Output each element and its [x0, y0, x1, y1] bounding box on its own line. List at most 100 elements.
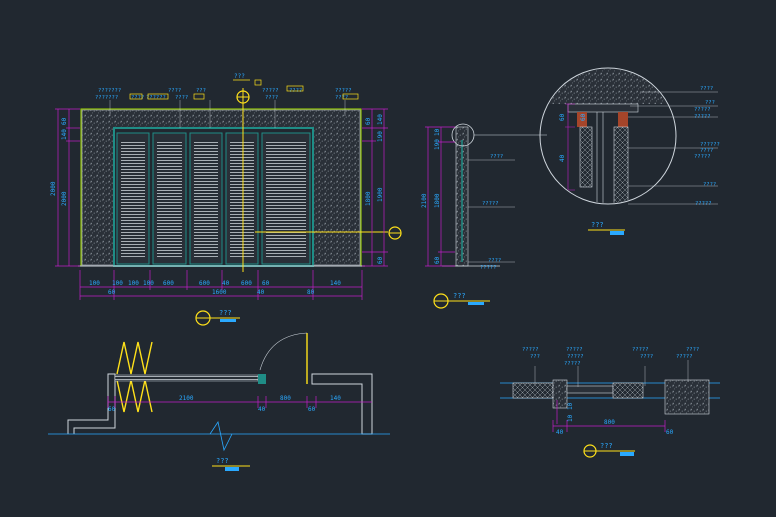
jamb-note-9: ?????: [676, 354, 693, 360]
jamb-title: ???: [600, 442, 613, 450]
dim-bottom-3: 100: [128, 280, 139, 287]
detail-note-3: ?????: [694, 107, 711, 113]
dim-bottom-10: 140: [330, 280, 341, 287]
note-8: ?????: [262, 88, 279, 94]
detail-note-9: ?????: [695, 201, 712, 207]
jamb-note-1: ?????: [522, 347, 539, 353]
elevation-top-notes: ??????? ??????? ???? ?????? ???? ??? ???…: [95, 79, 359, 128]
elevation-right-dims: [362, 108, 388, 267]
note-1: ???????: [98, 88, 121, 94]
dim-bottom-2: 100: [112, 280, 123, 287]
note-3: ????: [131, 95, 144, 101]
detail-note-8: ????: [703, 182, 716, 188]
note-6: ???: [196, 88, 206, 94]
jamb-note-2: ???: [530, 354, 540, 360]
dim-right-60b: 60: [377, 256, 384, 264]
detail-dim-2: 40: [559, 154, 566, 162]
side-dim-1800: 1800: [434, 193, 441, 208]
jamb-dim-2: 800: [604, 419, 615, 426]
dim-bottom-6: 600: [199, 280, 210, 287]
side-dim-190: 190: [434, 139, 441, 150]
note-4: ??????: [146, 95, 166, 101]
dim-bottom-1: 100: [89, 280, 100, 287]
dim-right-190: 190: [377, 131, 384, 142]
jamb-dim-3: 60: [666, 429, 674, 436]
enlarged-detail: 60 40 60 ???? ??? ????? ????? ?????? ???…: [539, 67, 720, 235]
door-swing-arc: [259, 332, 308, 371]
dim-bottom-4: 100: [143, 280, 154, 287]
dim-bottom-row2-4: 80: [307, 289, 315, 296]
detail-dim-3: 60: [580, 113, 587, 121]
side-note-4: ?????: [480, 265, 497, 271]
dim-left-2000b: 2000: [50, 181, 57, 196]
dim-bottom-8: 600: [241, 280, 252, 287]
note-11: ????: [335, 95, 348, 101]
jamb-note-6: ?????: [632, 347, 649, 353]
detail-dim-1: 60: [559, 113, 566, 121]
jamb-dim-5: 10: [567, 414, 574, 422]
side-section-title: ???: [453, 292, 466, 300]
detail-note-2: ???: [705, 100, 715, 106]
door-louver-panel: [266, 140, 306, 257]
dim-bottom-9: 60: [262, 280, 270, 287]
dim-right-60: 60: [365, 117, 372, 125]
detail-note-6: ????: [700, 148, 713, 154]
dim-bottom-row2-1: 60: [108, 289, 116, 296]
detail-note-1: ????: [700, 86, 713, 92]
front-elevation: ??? ??????? ??????? ???? ?????? ???? ???…: [50, 73, 402, 326]
plan-title: ???: [216, 457, 229, 465]
dim-bottom-row2-2: 1600: [212, 289, 227, 296]
jamb-note-5: ?????: [564, 361, 581, 367]
side-section: 10 190 1800 2100 60 ???? ????? ???? ????…: [421, 123, 547, 309]
side-dim-60: 60: [434, 256, 441, 264]
dim-right-140: 140: [377, 114, 384, 125]
plan-dim-3: 40: [258, 406, 266, 413]
folding-leaves-bottom: [116, 379, 153, 413]
note-9: ????: [265, 95, 278, 101]
detail-note-5: ??????: [700, 142, 720, 148]
door-louver-panel: [194, 140, 218, 257]
plan-track: [114, 374, 259, 382]
door-louver-panel: [121, 140, 145, 257]
elevation-left-dims: [55, 108, 80, 267]
plan-dim-2: 2100: [179, 395, 194, 402]
detail-circle: [539, 67, 677, 205]
dim-right-1800: 1800: [365, 191, 372, 206]
dim-right-1900: 1900: [377, 187, 384, 202]
detail-note-4: ?????: [694, 114, 711, 120]
door-leaves: [116, 132, 311, 265]
note-10: ?????: [335, 88, 352, 94]
dim-left-2000a: 2000: [61, 191, 68, 206]
dim-bottom-5: 600: [163, 280, 174, 287]
side-dim-10: 10: [434, 128, 441, 136]
plan-dim-5: 60: [308, 406, 316, 413]
jamb-note-3: ?????: [566, 347, 583, 353]
door-louver-panel: [157, 140, 182, 257]
plan-dim-1: 60: [108, 406, 116, 413]
note-5: ????: [168, 88, 181, 94]
elevation-bottom-dims: [79, 270, 363, 300]
side-note-2: ?????: [482, 201, 499, 207]
note-7: ????: [175, 95, 188, 101]
plan-dim-6: 140: [330, 395, 341, 402]
dim-bottom-row2-3: 40: [257, 289, 265, 296]
folding-leaves-top: [116, 341, 153, 375]
dim-bottom-7: 40: [222, 280, 230, 287]
dim-left-60: 60: [61, 117, 68, 125]
section-marker-label: ???: [234, 73, 245, 80]
detail-title: ???: [591, 221, 604, 229]
plan-view: 60 2100 40 800 60 140 ???: [48, 332, 390, 471]
jamb-section: 40 800 60 10 10 ????? ??? ????? ????? ??…: [500, 347, 720, 458]
plan-wall-left: [67, 373, 116, 434]
jamb-note-4: ?????: [567, 354, 584, 360]
note-2: ???????: [95, 95, 118, 101]
plan-dim-4: 800: [280, 395, 291, 402]
dim-left-140: 140: [61, 129, 68, 140]
side-note-3: ????: [488, 258, 501, 264]
detail-note-7: ?????: [694, 154, 711, 160]
jamb-dim-1: 40: [556, 429, 564, 436]
jamb-note-8: ????: [686, 347, 699, 353]
side-dim-2100: 2100: [421, 193, 428, 208]
elevation-title: ???: [219, 309, 232, 317]
